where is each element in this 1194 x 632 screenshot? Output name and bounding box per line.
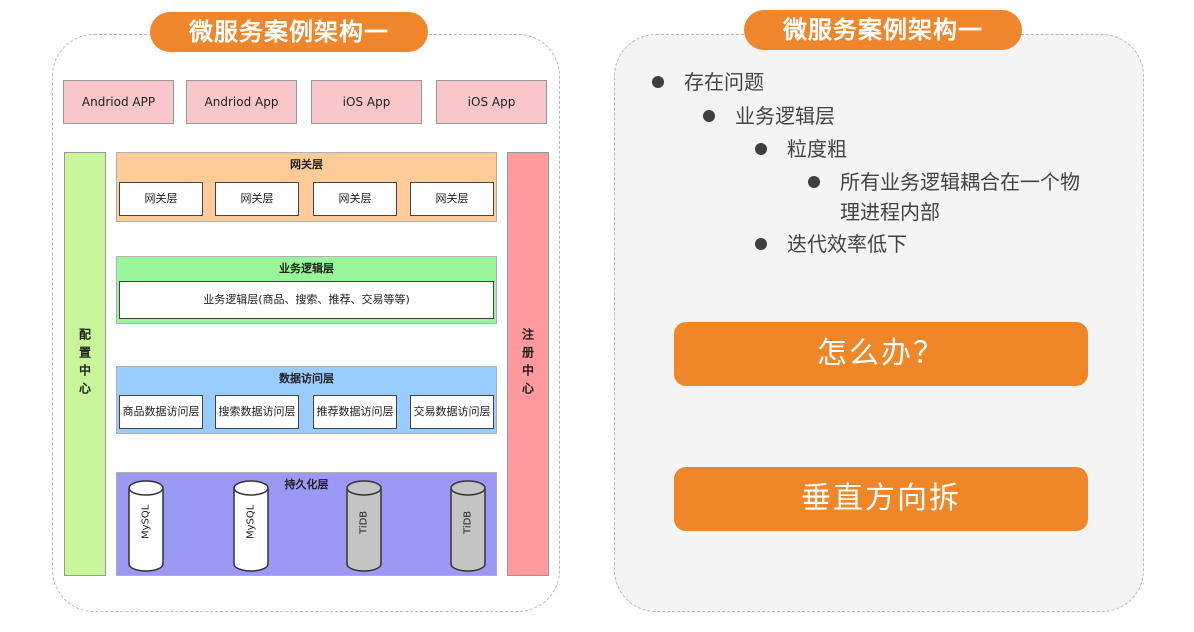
database-cylinder-mysql-2: MySQL xyxy=(233,480,269,572)
data-access-cell: 商品数据访问层 xyxy=(119,395,203,429)
database-icon xyxy=(346,480,382,572)
config-center: 配置中心 xyxy=(64,152,106,576)
data-access-cell: 交易数据访问层 xyxy=(410,395,494,429)
bullet-dot-icon xyxy=(652,76,664,88)
app-box-android-2: Andriod App xyxy=(186,80,297,124)
what-to-do-button[interactable]: 怎么办？ xyxy=(674,322,1088,386)
database-icon xyxy=(450,480,486,572)
database-icon xyxy=(233,480,269,572)
app-box-ios-2: iOS App xyxy=(436,80,547,124)
bullet-level3-coarse: 粒度粗 xyxy=(787,137,847,161)
app-box-android-1: Andriod APP xyxy=(63,80,174,124)
database-label: TiDB xyxy=(462,510,474,534)
gateway-layer-title: 网关层 xyxy=(290,158,323,171)
gateway-cell: 网关层 xyxy=(410,182,494,216)
persistence-layer: 持久化层 xyxy=(116,472,497,576)
database-icon xyxy=(128,480,164,572)
database-label: MySQL xyxy=(245,504,257,540)
database-label: MySQL xyxy=(140,504,152,540)
registry-center: 注册中心 xyxy=(507,152,549,576)
bullet-level4-line1: 所有业务逻辑耦合在一个物 xyxy=(840,170,1080,194)
right-title: 微服务案例架构一 xyxy=(744,10,1022,50)
bullet-level3-efficiency: 迭代效率低下 xyxy=(787,232,907,256)
business-layer-title: 业务逻辑层 xyxy=(279,262,334,275)
left-title: 微服务案例架构一 xyxy=(150,12,428,52)
database-cylinder-tidb-2: TiDB xyxy=(450,480,486,572)
app-box-ios-1: iOS App xyxy=(311,80,422,124)
data-access-cell: 推荐数据访问层 xyxy=(313,395,397,429)
bullet-dot-icon xyxy=(755,143,767,155)
database-cylinder-tidb-1: TiDB xyxy=(346,480,382,572)
data-access-layer-title: 数据访问层 xyxy=(279,372,334,385)
bullet-level4-line2: 理进程内部 xyxy=(840,200,940,224)
bullet-dot-icon xyxy=(755,238,767,250)
gateway-cell: 网关层 xyxy=(313,182,397,216)
bullet-level1: 存在问题 xyxy=(684,70,764,94)
bullet-level2: 业务逻辑层 xyxy=(735,104,835,128)
bullet-dot-icon xyxy=(703,110,715,122)
gateway-cell: 网关层 xyxy=(119,182,203,216)
data-access-cell: 搜索数据访问层 xyxy=(215,395,299,429)
gateway-cell: 网关层 xyxy=(215,182,299,216)
business-cell: 业务逻辑层(商品、搜索、推荐、交易等等) xyxy=(119,281,494,319)
database-label: TiDB xyxy=(358,510,370,534)
persistence-layer-title: 持久化层 xyxy=(284,478,329,491)
vertical-split-button[interactable]: 垂直方向拆 xyxy=(674,467,1088,531)
bullet-dot-icon xyxy=(808,176,820,188)
database-cylinder-mysql-1: MySQL xyxy=(128,480,164,572)
